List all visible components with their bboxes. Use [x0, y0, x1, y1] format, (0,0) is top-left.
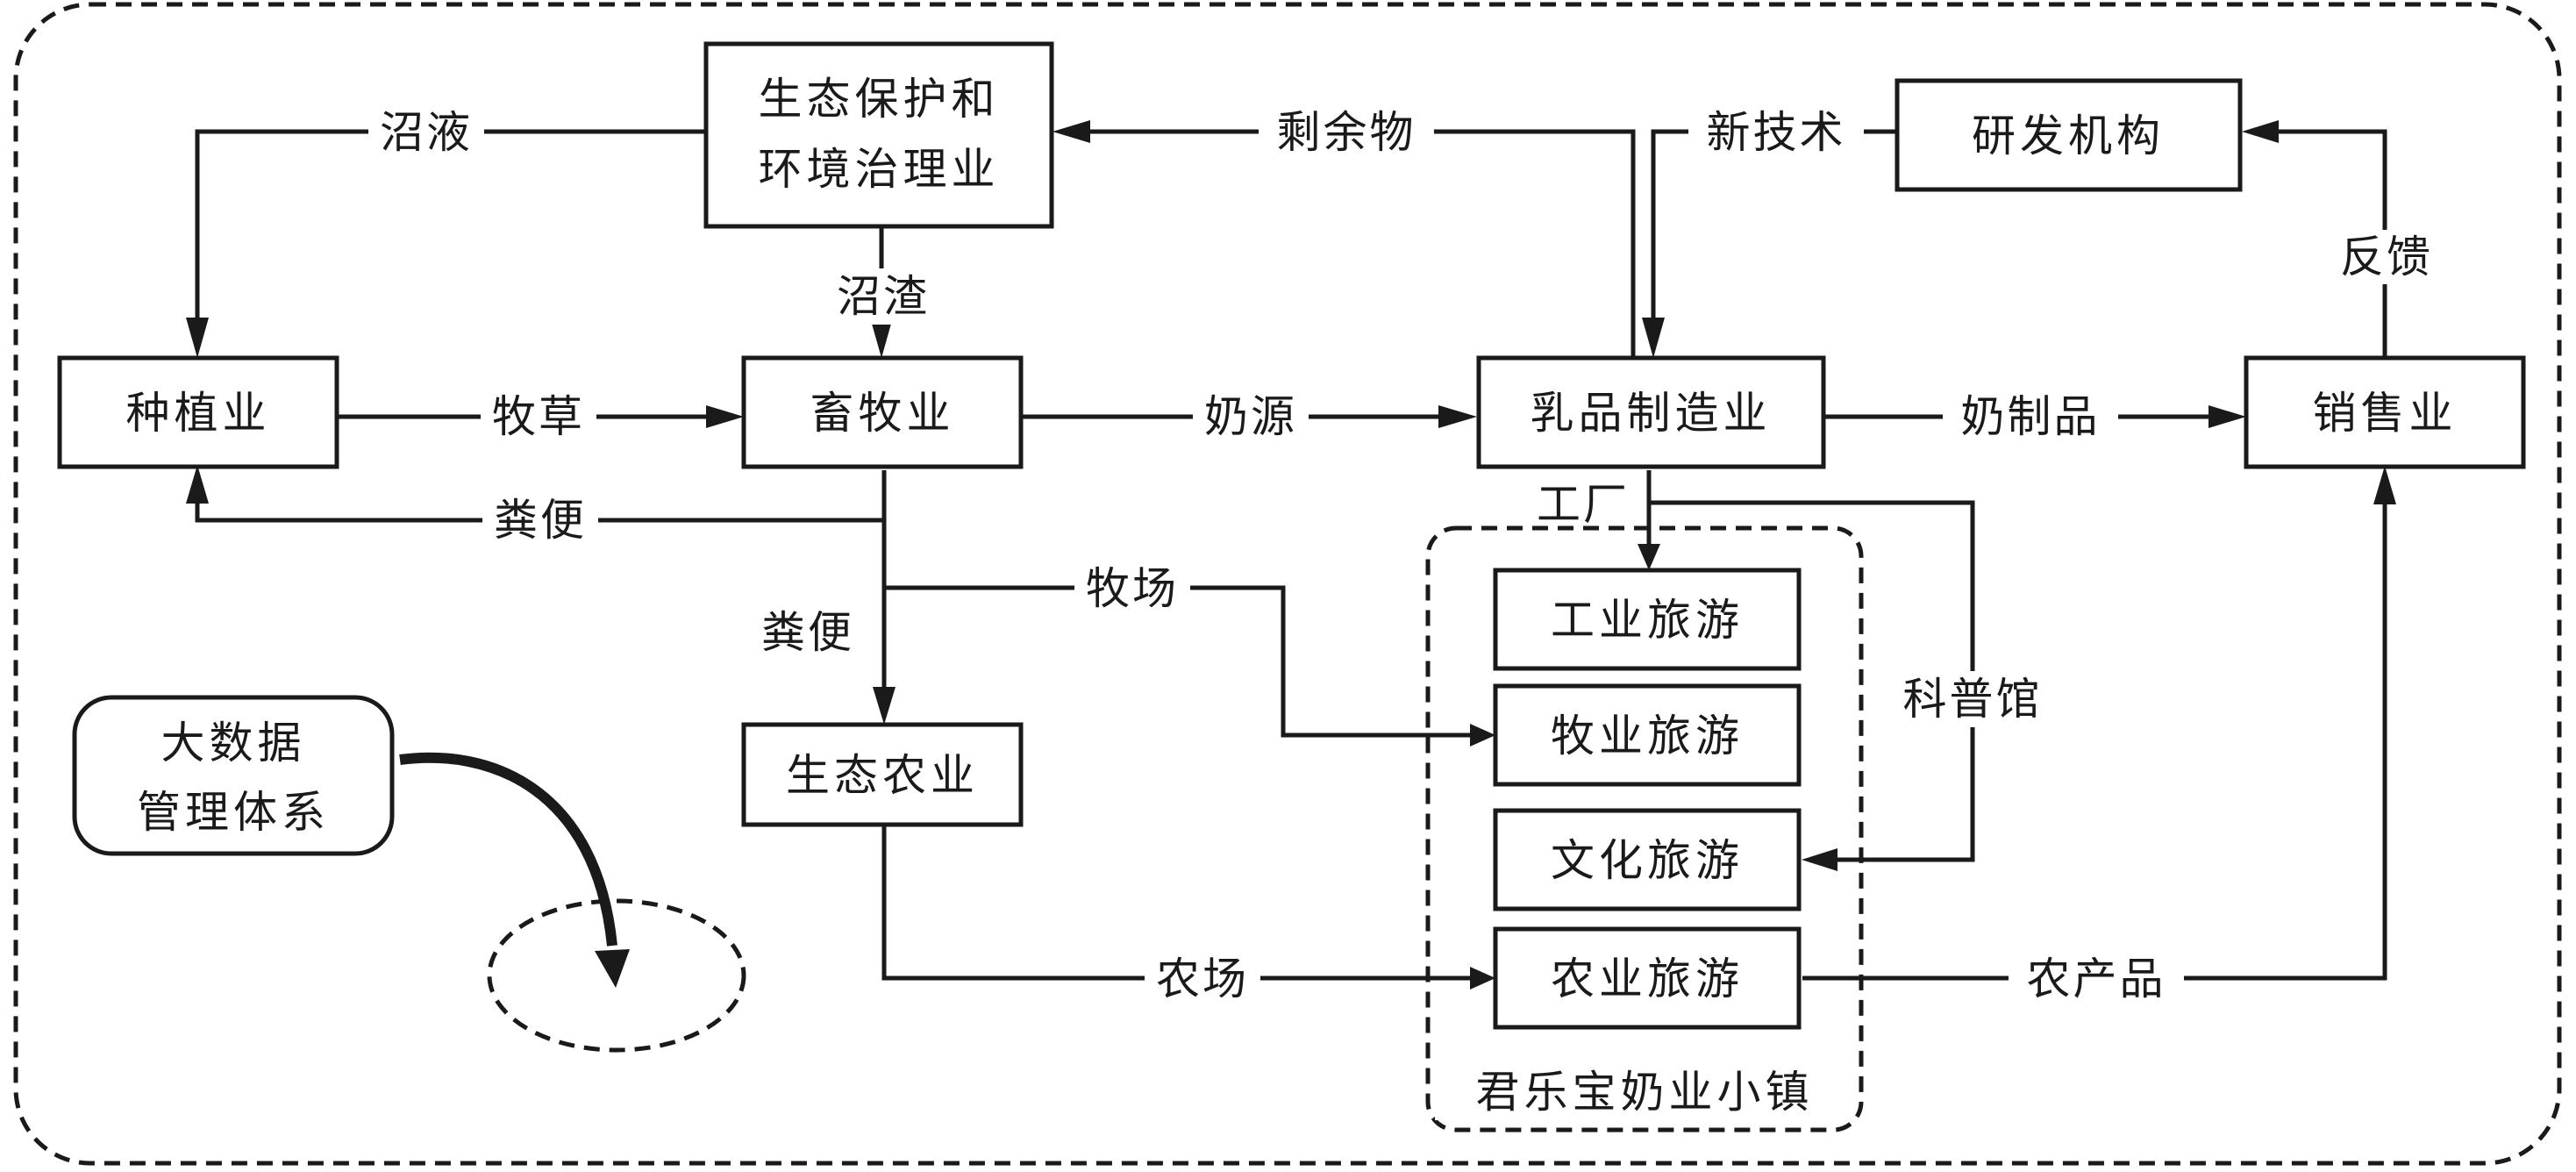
label-biogas-liquid: 沼液: [380, 107, 473, 158]
node-rnd: 研发机构: [1895, 78, 2243, 192]
arrowheads: [186, 120, 2396, 990]
town-group: 君乐宝奶业小镇: [1425, 525, 1864, 1133]
node-planting: 种植业: [57, 355, 339, 469]
arrowhead-to-planting-top: [186, 318, 209, 358]
town-label: 君乐宝奶业小镇: [1476, 1067, 1814, 1118]
outer-boundary: [13, 2, 2562, 1166]
node-sales: 销售业: [2244, 355, 2526, 469]
node-bigdata: 大数据 管理体系: [72, 695, 395, 856]
arrowhead-to-dairy-top: [1642, 318, 1665, 358]
label-feedback: 反馈: [2340, 232, 2433, 282]
bigdata-target-ellipse: [487, 898, 746, 1053]
svg-text:乳品制造业: 乳品制造业: [1531, 388, 1772, 439]
bigdata-arrowhead: [595, 949, 630, 988]
label-manure-to-planting: 粪便: [494, 495, 587, 546]
svg-text:农业旅游: 农业旅游: [1551, 954, 1744, 1004]
svg-text:牧业旅游: 牧业旅游: [1551, 711, 1744, 761]
arrowhead-to-livestock-top: [870, 318, 893, 358]
arrowhead-to-industrial-tourism: [1638, 544, 1660, 570]
arrowhead-to-cultural-tourism: [1802, 848, 1837, 871]
node-industrial-tourism: 工业旅游: [1493, 568, 1802, 671]
arrowhead-to-planting-bottom: [186, 465, 209, 504]
arrowhead-to-rnd: [2242, 120, 2279, 143]
svg-text:管理体系: 管理体系: [137, 787, 330, 838]
arrowhead-to-eco-agri: [873, 687, 896, 725]
svg-text:工业旅游: 工业旅游: [1551, 595, 1744, 646]
svg-text:销售业: 销售业: [2313, 388, 2458, 439]
arrowhead-to-sales-left: [2209, 405, 2246, 428]
svg-text:环境治理业: 环境治理业: [759, 144, 1000, 195]
node-agri-tourism: 农业旅游: [1493, 926, 1802, 1030]
node-eco-agri: 生态农业: [741, 722, 1024, 827]
svg-text:研发机构: 研发机构: [1972, 111, 2165, 161]
town-boundary: [1425, 525, 1864, 1133]
arrowhead-to-sales-bottom: [2373, 466, 2396, 504]
edges: [195, 129, 2387, 981]
label-forage: 牧草: [492, 391, 585, 442]
svg-text:畜牧业: 畜牧业: [810, 388, 955, 439]
node-cultural-tourism: 文化旅游: [1493, 808, 1802, 911]
arrowhead-to-pastoral-tourism: [1470, 724, 1495, 747]
edge-agri-products: [1802, 487, 2387, 981]
label-residue: 剩余物: [1277, 107, 1416, 158]
label-ranch: 牧场: [1086, 563, 1179, 614]
label-milk-source: 奶源: [1204, 391, 1297, 442]
edge-residue: [1074, 129, 1636, 356]
arrowhead-to-agri-tourism: [1470, 967, 1495, 990]
edge-new-tech: [1651, 129, 1897, 338]
arrowhead-to-livestock-left: [706, 405, 744, 428]
label-biogas-residue: 沼渣: [837, 271, 930, 322]
svg-text:生态保护和: 生态保护和: [759, 74, 1000, 125]
label-farm: 农场: [1156, 954, 1249, 1004]
label-science-museum: 科普馆: [1903, 674, 2043, 725]
label-manure-down: 粪便: [761, 607, 854, 658]
svg-text:大数据: 大数据: [161, 718, 306, 768]
label-factory: 工厂: [1537, 479, 1630, 530]
edge-farm: [881, 826, 1474, 981]
edge-labels: 沼液 沼渣 剩余物 新技术 反馈 牧草 奶源 奶制品 粪便 粪便 牧场 工厂 科…: [368, 105, 2444, 1006]
arrowhead-to-dairy-left: [1438, 405, 1477, 428]
edge-biogas-liquid: [195, 129, 706, 338]
node-pastoral-tourism: 牧业旅游: [1493, 683, 1802, 787]
label-dairy-products: 奶制品: [1961, 391, 2101, 442]
svg-text:种植业: 种植业: [126, 388, 271, 439]
label-new-tech: 新技术: [1707, 107, 1846, 158]
node-livestock: 畜牧业: [741, 355, 1024, 469]
arrowhead-to-eco-protection: [1053, 120, 1090, 143]
svg-text:文化旅游: 文化旅游: [1551, 835, 1744, 886]
bigdata-curved-arrow: [399, 752, 617, 947]
node-dairy-mfg: 乳品制造业: [1476, 355, 1826, 469]
node-eco-protection: 生态保护和 环境治理业: [703, 41, 1054, 229]
label-agri-products: 农产品: [2027, 954, 2166, 1004]
svg-text:生态农业: 生态农业: [786, 750, 979, 801]
